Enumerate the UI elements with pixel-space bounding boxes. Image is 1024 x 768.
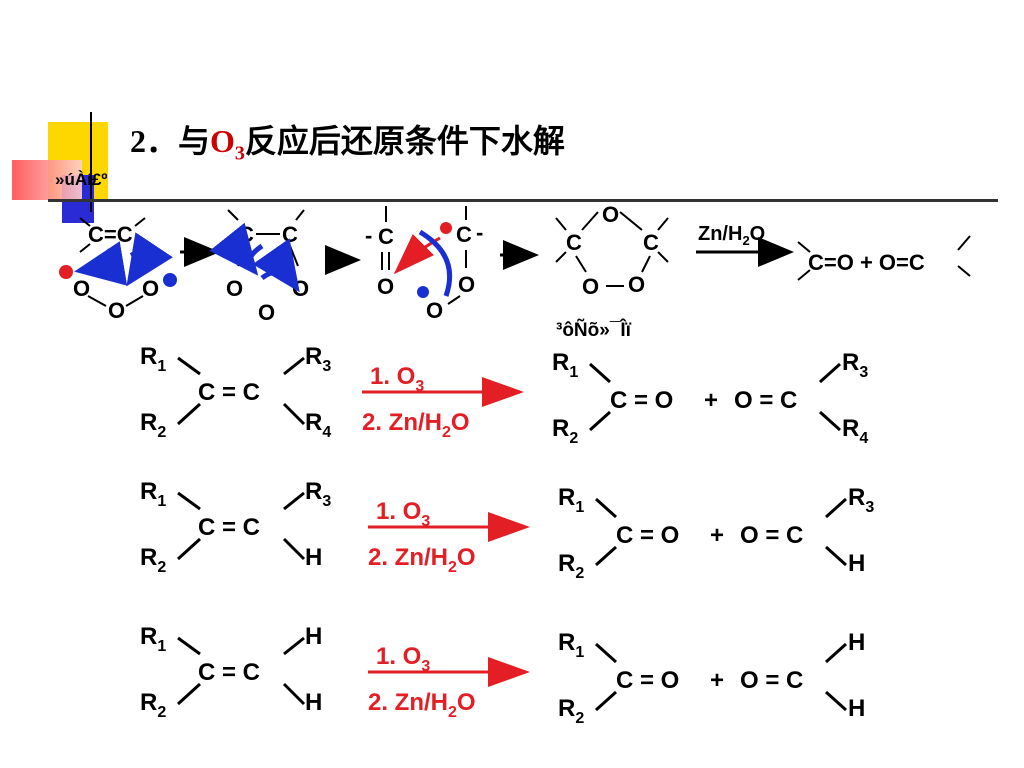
condition-ozone: 1. O3 <box>370 363 424 395</box>
product-right-bottom: R4 <box>842 415 868 447</box>
deco-vertical-line <box>90 112 92 212</box>
product-plus: + <box>710 522 724 549</box>
reactant-r1: R1 <box>140 343 166 375</box>
svg-text:O: O <box>258 300 275 325</box>
reactant-alkene: C = C <box>198 659 260 686</box>
reactant-alkene: C = C <box>198 514 260 541</box>
reactant-r1: R1 <box>140 478 166 510</box>
ozonide-label: ³ôÑõ»¯Îï <box>556 320 631 341</box>
condition-zinc-water: 2. Zn/H2O <box>368 689 476 721</box>
condition-ozone: 1. O3 <box>376 498 430 530</box>
product-r2: R2 <box>558 550 584 582</box>
mechanism-stage-3: - C O C - O O <box>365 206 483 323</box>
svg-text:-: - <box>365 223 372 248</box>
deco-horizontal-rule <box>48 199 998 202</box>
svg-text:O: O <box>226 276 243 301</box>
mechanism-row: C=C O O O C C O O O <box>59 202 971 325</box>
product-right-top: H <box>848 629 865 656</box>
product-carbonyl-2: O = C <box>740 522 803 549</box>
mechanism-stage-1: C=C O O O <box>59 217 177 323</box>
svg-text:O: O <box>458 272 475 297</box>
product-carbonyl-2: O = C <box>740 667 803 694</box>
condition-ozone: 1. O3 <box>376 643 430 675</box>
svg-text:O: O <box>582 274 599 299</box>
reactant-r1: R1 <box>140 623 166 655</box>
svg-text:Zn/H2O: Zn/H2O <box>698 223 765 248</box>
svg-text:O: O <box>292 276 309 301</box>
mechanism-stage-2: C C O O O <box>209 209 309 325</box>
reactant-r2: R2 <box>140 544 166 576</box>
product-carbonyl-1: C = O <box>616 667 679 694</box>
svg-text:C: C <box>456 222 472 247</box>
product-right-bottom: H <box>848 695 865 722</box>
reactant-r2: R2 <box>140 409 166 441</box>
svg-text:C: C <box>566 230 582 255</box>
svg-text:O: O <box>602 202 619 227</box>
product-carbonyl-1: C = O <box>616 522 679 549</box>
reactant-right-top: R3 <box>305 343 331 375</box>
svg-text:C: C <box>238 222 254 247</box>
deco-pink-gradient <box>12 160 82 200</box>
product-r1: R1 <box>552 349 578 381</box>
product-right-top: R3 <box>842 349 868 381</box>
reactant-r2: R2 <box>140 689 166 721</box>
reactant-right-bottom: H <box>305 689 322 716</box>
mechanism-stage-5: Zn/H2O C=O + O=C <box>696 223 971 281</box>
product-plus: + <box>710 667 724 694</box>
svg-text:O: O <box>377 274 394 299</box>
condition-zinc-water: 2. Zn/H2O <box>368 544 476 576</box>
page-title: 2．与O3反应后还原条件下水解 <box>130 123 565 165</box>
svg-text:-: - <box>476 220 483 245</box>
product-plus: + <box>704 387 718 414</box>
product-carbonyl-1: C = O <box>610 387 673 414</box>
reactant-right-bottom: R4 <box>305 409 331 441</box>
mechanism-label: »úÀí£º <box>55 170 108 189</box>
svg-text:C=O + O=C: C=O + O=C <box>808 250 925 275</box>
reactant-right-top: R3 <box>305 478 331 510</box>
product-r1: R1 <box>558 484 584 516</box>
reactant-right-bottom: H <box>305 544 322 571</box>
svg-text:C=C: C=C <box>88 222 133 247</box>
svg-text:O: O <box>73 276 90 301</box>
mechanism-stage-4: O C C O O <box>555 202 669 299</box>
svg-text:O: O <box>628 272 645 297</box>
svg-text:C: C <box>378 224 394 249</box>
svg-text:C: C <box>282 222 298 247</box>
svg-text:O: O <box>108 298 125 323</box>
svg-text:C: C <box>643 230 659 255</box>
product-r1: R1 <box>558 629 584 661</box>
product-r2: R2 <box>558 695 584 727</box>
condition-zinc-water: 2. Zn/H2O <box>362 409 470 441</box>
svg-text:O: O <box>142 276 159 301</box>
reactant-alkene: C = C <box>198 379 260 406</box>
svg-text:O: O <box>426 298 443 323</box>
product-carbonyl-2: O = C <box>734 387 797 414</box>
reactant-right-top: H <box>305 623 322 650</box>
product-right-bottom: H <box>848 550 865 577</box>
product-r2: R2 <box>552 415 578 447</box>
product-right-top: R3 <box>848 484 874 516</box>
